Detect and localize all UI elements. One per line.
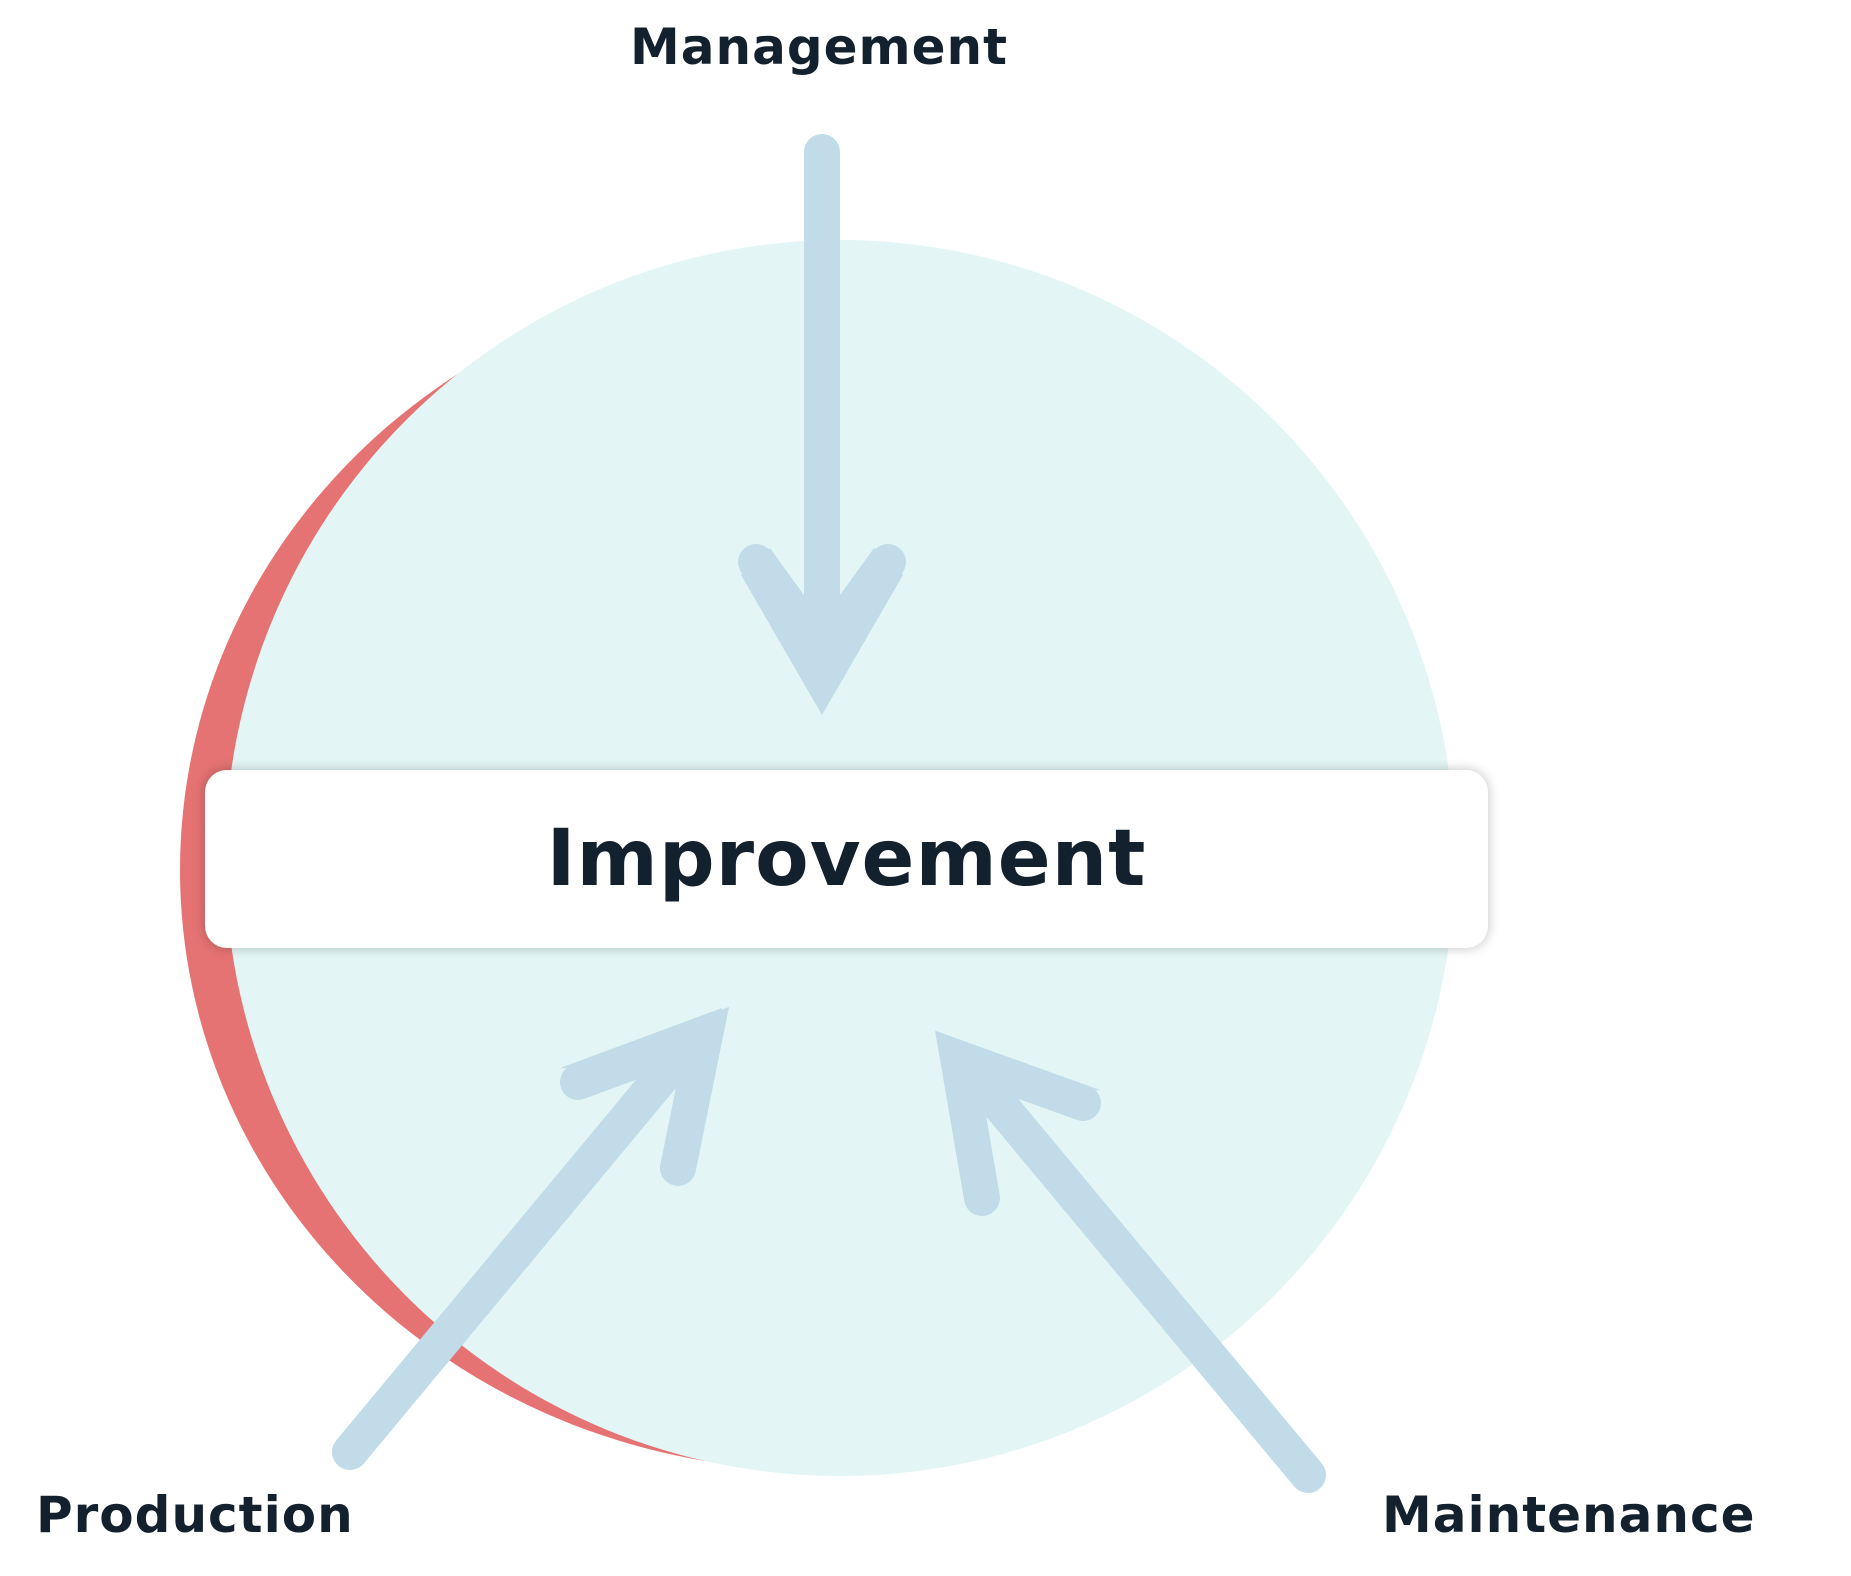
production-label: Production [36,1486,354,1544]
improvement-box: Improvement [205,770,1488,948]
maintenance-label: Maintenance [1382,1486,1756,1544]
management-label: Management [630,18,1009,76]
management-arrowhead-strokes [738,544,906,710]
production-arrowhead [560,1008,722,1170]
maintenance-arrowhead [937,1032,1100,1200]
improvement-label: Improvement [546,814,1147,904]
